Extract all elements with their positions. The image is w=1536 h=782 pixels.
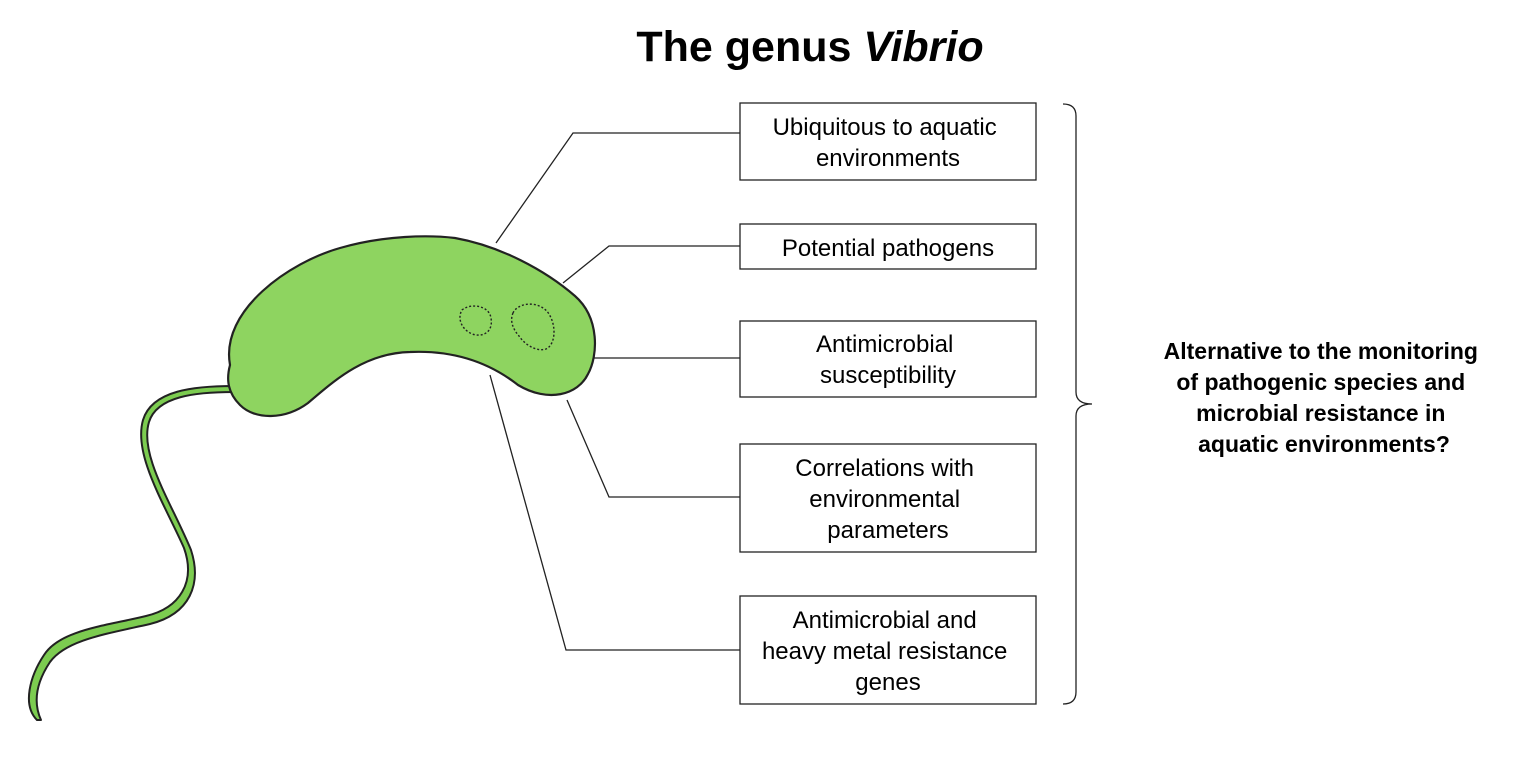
flagellum <box>28 385 235 721</box>
feature-box-5: Antimicrobial and heavy metal resistance… <box>739 595 1037 705</box>
feature-box-4: Correlations with environmental paramete… <box>739 443 1037 553</box>
feature-1-line-1: Ubiquitous to aquatic <box>773 114 997 141</box>
connector-1 <box>495 132 740 244</box>
feature-4-line-2: environmental <box>809 486 960 513</box>
feature-5-line-1: Antimicrobial and <box>793 607 977 634</box>
feature-5-line-2: heavy metal resistance <box>762 638 1007 665</box>
feature-3-line-2: susceptibility <box>820 362 956 389</box>
inclusion-large <box>510 303 555 351</box>
svg-text:Antimicrobial and heavy: Antimicrobial and heavy metal resistance… <box>762 607 1014 696</box>
connector-2 <box>562 245 740 284</box>
connector-4 <box>566 399 740 498</box>
feature-box-2: Potential pathogens <box>739 223 1037 270</box>
title-prefix: The genus <box>636 23 863 71</box>
bacterium-body <box>227 235 597 418</box>
connector-5 <box>489 374 740 651</box>
title-genus: Vibrio <box>863 23 983 71</box>
feature-4-line-3: parameters <box>827 517 948 544</box>
feature-box-3: Antimicrobial susceptibility <box>739 320 1037 398</box>
conclusion-line-2: of pathogenic species and <box>1176 369 1465 395</box>
feature-4-line-1: Correlations with <box>795 455 974 482</box>
feature-2-line-1: Potential pathogens <box>782 235 994 262</box>
grouping-brace <box>1062 103 1093 705</box>
conclusion-text: Alternative to the monitoring of pathoge… <box>1164 338 1485 457</box>
svg-text:Correlations with enviro: Correlations with environmental paramete… <box>795 455 980 544</box>
feature-1-line-2: environments <box>816 145 960 172</box>
svg-text:Potential pathogens: Potential pathogens <box>782 235 994 262</box>
conclusion-line-4: aquatic environments? <box>1198 431 1450 457</box>
conclusion-line-3: microbial resistance in <box>1196 400 1445 426</box>
inclusion-small <box>459 305 493 336</box>
feature-5-line-3: genes <box>855 669 920 696</box>
feature-3-line-1: Antimicrobial <box>816 331 953 358</box>
svg-text:Antimicrobial susceptibi: Antimicrobial susceptibility <box>816 331 960 389</box>
connector-lines <box>489 132 740 651</box>
diagram-title: The genus Vibrio <box>636 23 983 71</box>
svg-text:Ubiquitous to aquatic en: Ubiquitous to aquatic environments <box>773 114 1004 172</box>
conclusion-line-1: Alternative to the monitoring <box>1164 338 1478 364</box>
feature-box-1: Ubiquitous to aquatic environments <box>739 102 1037 181</box>
